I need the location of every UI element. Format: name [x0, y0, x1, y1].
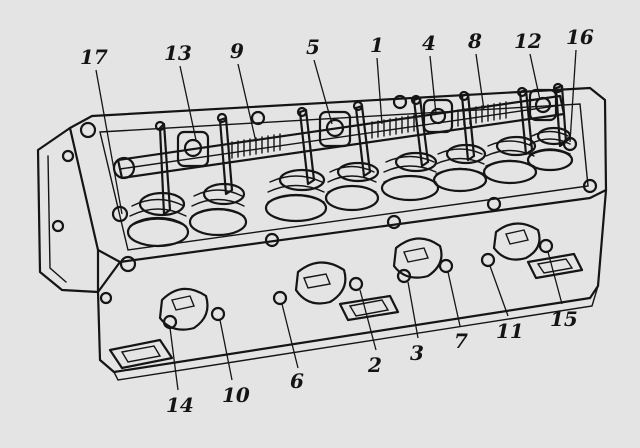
head-left-end-inner	[47, 155, 67, 283]
bolt-hole	[51, 219, 65, 233]
head-left-end	[36, 126, 100, 294]
callout-8: 8	[467, 29, 482, 53]
leader-lines	[95, 49, 577, 391]
callout-labels: 17 13 9 5 1 4 8 12 16 14 10 6 2 3 7 11 1…	[80, 25, 594, 417]
side-studs	[162, 238, 554, 330]
bolt-hole	[99, 291, 113, 305]
valve-spring	[188, 182, 248, 237]
cylinder-head-body	[36, 86, 608, 381]
callout-14: 14	[166, 393, 194, 417]
shaft-supports	[176, 88, 558, 168]
callout-7: 7	[454, 329, 468, 353]
callout-12: 12	[514, 29, 542, 53]
valve-spring	[126, 191, 190, 248]
callout-2: 2	[367, 353, 382, 377]
head-side-bottom-edge	[113, 285, 599, 381]
head-side-face	[96, 188, 608, 374]
bolt-hole	[61, 149, 75, 163]
callout-13: 13	[164, 41, 192, 65]
callout-5: 5	[306, 35, 320, 59]
callout-10: 10	[222, 383, 250, 407]
valve-springs	[126, 126, 574, 248]
callout-11: 11	[496, 319, 524, 343]
callout-17: 17	[80, 45, 108, 69]
valve-spring	[264, 168, 328, 223]
callout-6: 6	[290, 369, 304, 393]
callout-3: 3	[410, 341, 424, 365]
flanges	[108, 252, 584, 370]
callout-15: 15	[550, 307, 578, 331]
valve-spring	[324, 161, 380, 212]
valve-spring	[432, 143, 488, 193]
callout-9: 9	[230, 39, 244, 63]
callout-4: 4	[422, 31, 436, 55]
valve-spring	[380, 151, 440, 202]
callout-16: 16	[566, 25, 594, 49]
callout-1: 1	[370, 33, 384, 57]
head-inner-rim	[99, 103, 589, 251]
